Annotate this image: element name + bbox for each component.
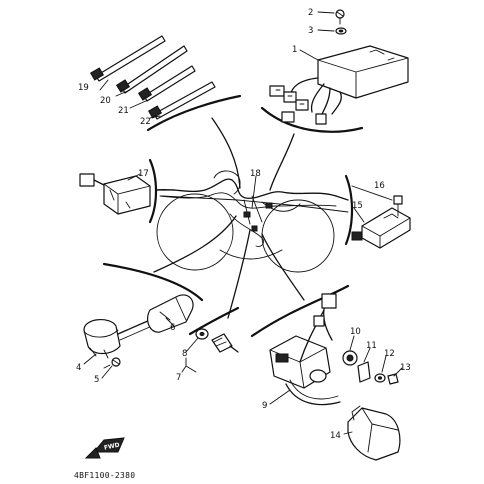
callout-10: 10 — [350, 327, 361, 337]
callout-16: 16 — [374, 181, 385, 191]
bolt-part-16 — [393, 195, 403, 217]
washer-part-12 — [374, 373, 386, 383]
fwd-label: FWD — [103, 442, 120, 452]
callout-11: 11 — [366, 341, 377, 351]
callout-3: 3 — [308, 26, 313, 36]
callout-18: 18 — [250, 169, 261, 179]
cdi-unit — [269, 45, 409, 125]
callout-4: 4 — [76, 363, 81, 373]
callout-14: 14 — [330, 431, 341, 441]
grommet-part-10 — [342, 350, 358, 366]
callout-5: 5 — [94, 375, 99, 385]
callout-9: 9 — [262, 401, 267, 411]
callout-numbers: 2 3 1 19 20 21 22 17 18 16 15 6 4 5 8 7 … — [76, 8, 411, 441]
callout-1: 1 — [292, 45, 297, 55]
band-21 — [137, 65, 196, 102]
cover-part-14 — [347, 405, 401, 461]
callout-12: 12 — [384, 349, 395, 359]
callout-21: 21 — [118, 106, 129, 116]
screw-part-2 — [335, 9, 345, 25]
callout-17: 17 — [138, 169, 149, 179]
callout-2: 2 — [308, 8, 313, 18]
bracket-lines — [102, 94, 364, 338]
callout-6: 6 — [170, 323, 175, 333]
relay-part-17 — [79, 173, 151, 215]
plug-cap-part-6 — [147, 294, 194, 333]
callout-8: 8 — [182, 349, 187, 359]
fwd-arrow-icon: FWD — [84, 437, 125, 459]
relay-assembly-part-9 — [269, 293, 341, 406]
callout-7: 7 — [176, 373, 181, 383]
screw-part-5 — [103, 357, 121, 369]
callout-22: 22 — [140, 117, 151, 127]
washer-part-8 — [195, 328, 209, 340]
leader-lines — [83, 11, 403, 435]
callout-19: 19 — [78, 83, 89, 93]
collar-part-11 — [357, 361, 371, 383]
wire-harness — [155, 170, 337, 247]
regulator-part-15 — [351, 207, 411, 249]
band-19 — [89, 35, 166, 82]
washer-part-3 — [335, 27, 347, 35]
ignition-coil-part-4 — [83, 319, 153, 359]
band-22 — [147, 81, 216, 120]
callout-20: 20 — [100, 96, 111, 106]
callout-15: 15 — [352, 201, 363, 211]
band-20 — [115, 45, 188, 94]
switch-part-7 — [185, 333, 239, 373]
bolt-part-13 — [387, 373, 399, 385]
callout-13: 13 — [400, 363, 411, 373]
drawing-code: 4BF1100-2380 — [74, 471, 135, 480]
